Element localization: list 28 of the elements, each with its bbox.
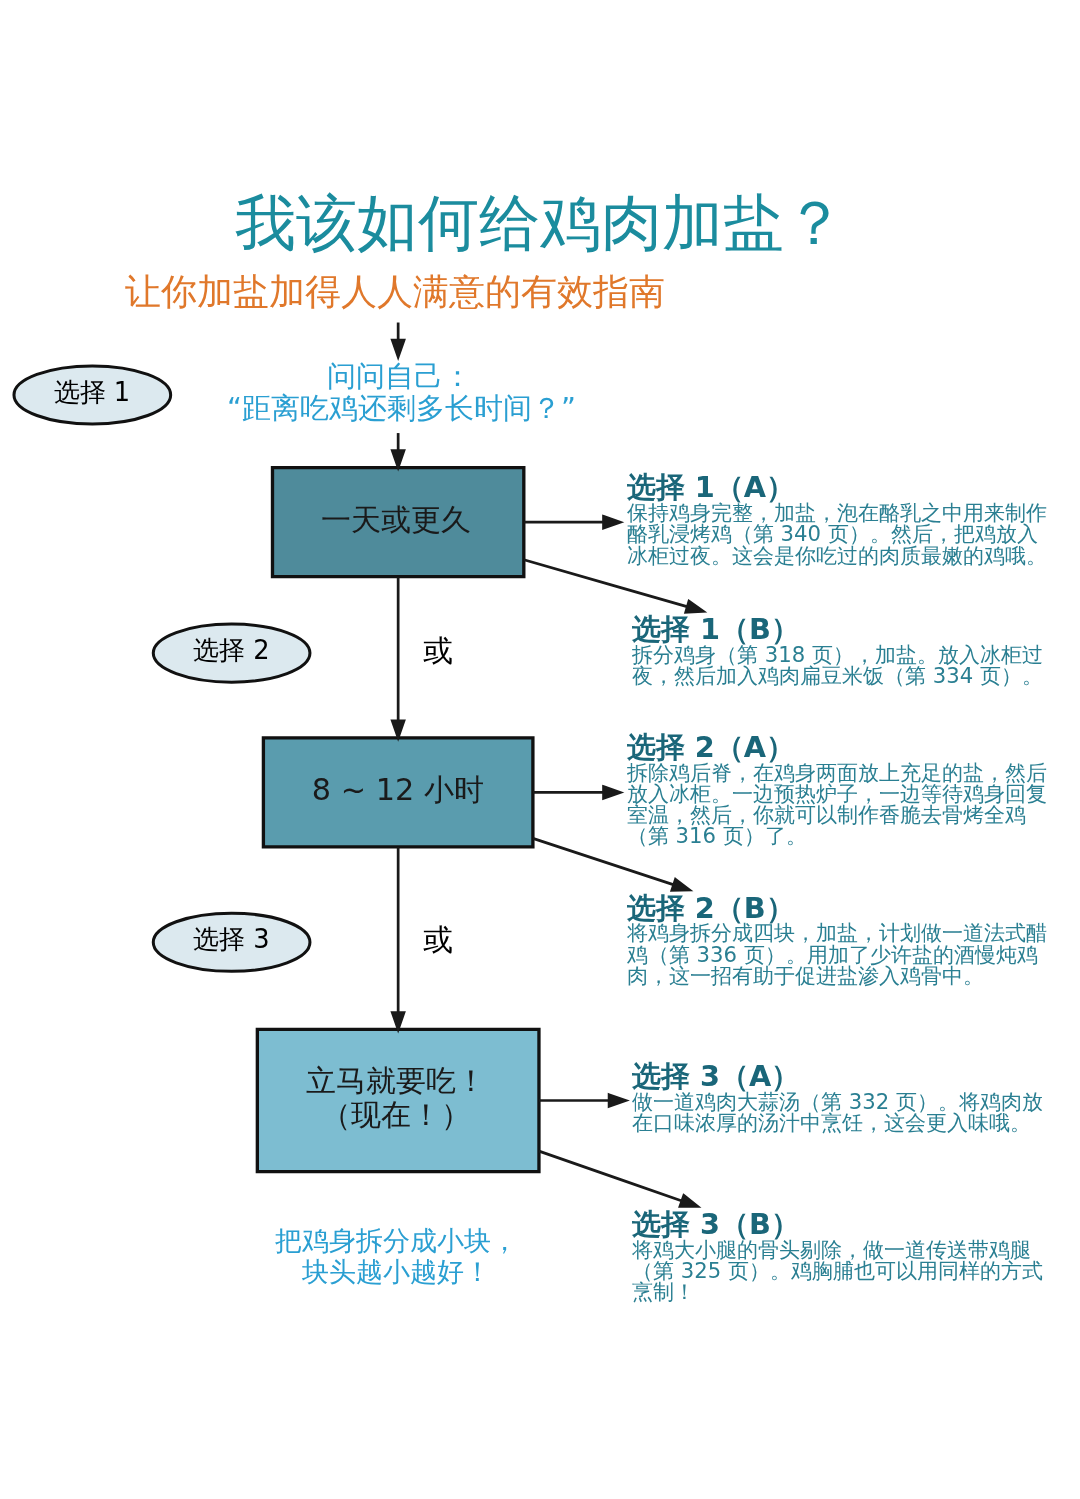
node-text: 选择 2（A） 拆除鸡后脊，在鸡身两面放上充足的盐，然后放入冰柜。一边预热炉子，一边等待鸡身回复室温，然后，你就可以制作香脆去骨烤全鸡（第 316 页）了。 xyxy=(626,729,1047,848)
node-ellipse: 选择 1 xyxy=(12,363,173,425)
node-text: 选择 3（B） 将鸡大小腿的骨头剔除，做一道传送带鸡腿（第 325 页）。鸡胸脯也可以用同样的方式烹制！ xyxy=(632,1206,1043,1304)
node-box: 立马就要吃！（现在！） xyxy=(255,1027,541,1173)
node-text: 选择 1（B） 拆分鸡身（第 318 页），加盐。放入冰柜过夜，然后加入鸡肉扁豆米饭（第 334 页）。 xyxy=(632,611,1043,688)
arrow xyxy=(539,1092,630,1108)
arrow xyxy=(532,784,625,800)
edge-label: 或 xyxy=(423,632,454,668)
arrow xyxy=(532,836,694,892)
arrow xyxy=(390,576,406,742)
node-text: 选择 2（B） 将鸡身拆分成四块，加盐，计划做一道法式醋鸡（第 336 页）。用加了少许盐的酒慢炖鸡肉，这一招有助于促进盐渗入鸡骨中。 xyxy=(626,890,1047,988)
arrow xyxy=(524,513,625,530)
arrow xyxy=(523,558,708,614)
node-box: 一天或更久 xyxy=(270,465,526,578)
edge-label: 或 xyxy=(423,921,454,957)
node-text: 让你加盐加得人人满意的有效指南 xyxy=(124,269,665,313)
diagram-title: 我该如何给鸡肉加盐？ xyxy=(235,187,845,258)
arrow xyxy=(390,846,406,1033)
arrow xyxy=(390,432,406,471)
node-ellipse: 选择 3 xyxy=(151,911,312,973)
node-text: 问问自己： “距离吃鸡还剩多长时间？” xyxy=(227,358,576,425)
node-ellipse: 选择 2 xyxy=(151,622,312,684)
node-text: 选择 1（A） 保持鸡身完整，加盐，泡在酪乳之中用来制作酪乳浸烤鸡（第 340 页）。然后，把鸡放入冰柜过夜。这会是你吃过的肉质最嫩的鸡哦。 xyxy=(626,469,1047,568)
node-box: 8 ~ 12 小时 xyxy=(261,735,535,849)
arrow xyxy=(538,1149,702,1208)
arrow xyxy=(390,322,406,361)
node-label: 把鸡身拆分成小块，块头越小越好！ xyxy=(274,1224,518,1287)
node-text: 选择 3（A） 做一道鸡肉大蒜汤（第 332 页）。将鸡肉放在口味浓厚的汤汁中烹饪，这会更入味哦。 xyxy=(632,1058,1043,1135)
